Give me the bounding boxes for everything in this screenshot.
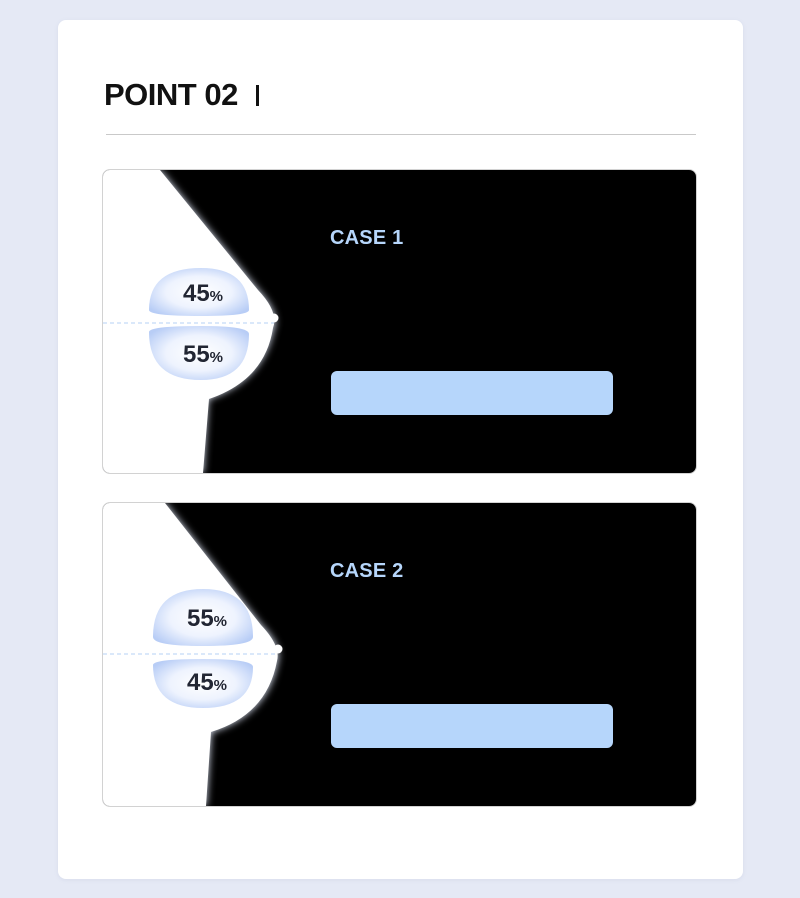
breast-silhouette-illustration	[103, 170, 279, 473]
body-silhouette	[103, 170, 275, 473]
case-panel-1: 45% 55% CASE 1	[103, 170, 696, 473]
upper-percent-label: 45%	[182, 280, 224, 307]
lower-percent-label: 45%	[186, 669, 228, 696]
breast-silhouette-illustration	[103, 503, 283, 806]
case-label: CASE 1	[330, 227, 404, 249]
case-label: CASE 2	[330, 560, 404, 582]
divider	[106, 134, 696, 135]
page-title: POINT 02	[104, 77, 238, 112]
nipple-dot	[269, 313, 279, 323]
lower-lobe	[149, 326, 249, 380]
nipple-dot	[273, 644, 283, 654]
case-bar	[331, 704, 613, 748]
case-panel-2: 55% 45% CASE 2	[103, 503, 696, 806]
upper-percent-label: 55%	[186, 605, 228, 632]
lower-percent-label: 55%	[182, 341, 224, 368]
title-cursor-bar	[255, 84, 259, 106]
upper-lobe	[153, 589, 253, 646]
lower-lobe	[153, 659, 253, 708]
case-bar	[331, 371, 613, 415]
section-heading: POINT 02	[104, 76, 259, 114]
upper-lobe	[149, 268, 249, 316]
